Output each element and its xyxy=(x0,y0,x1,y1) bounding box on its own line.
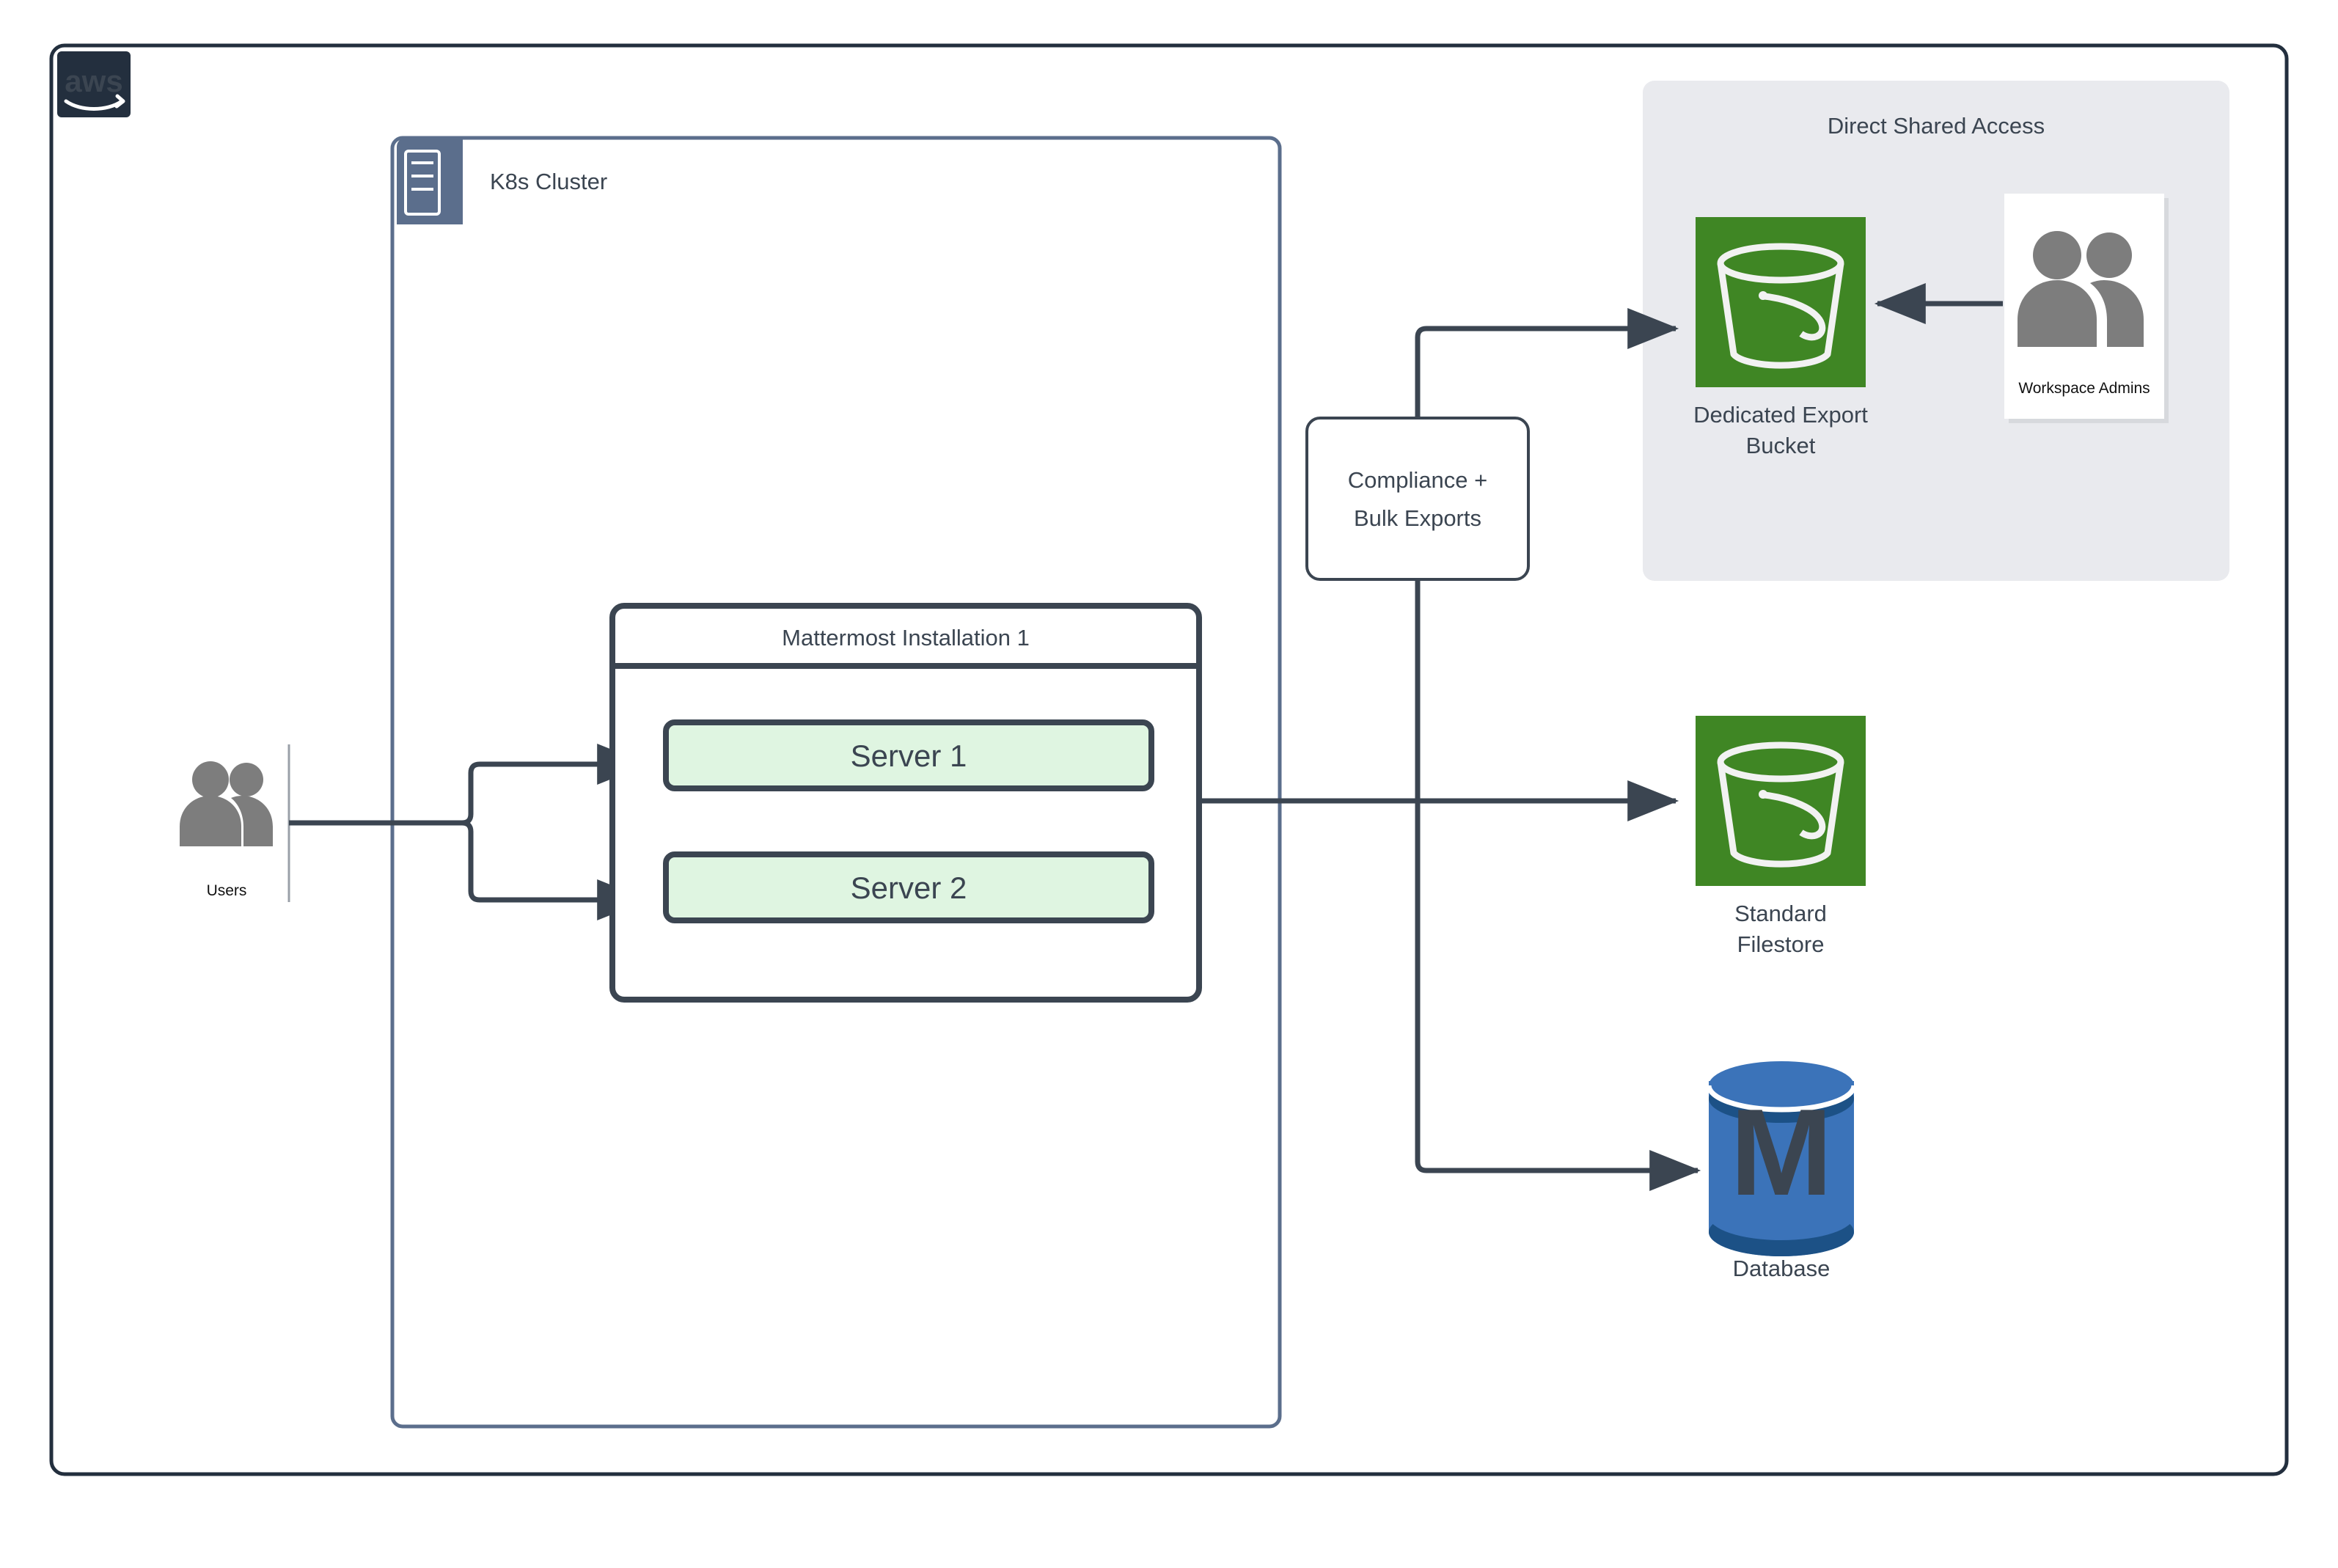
export-bucket-label-line1: Dedicated Export xyxy=(1693,402,1868,428)
database-glyph: M xyxy=(1730,1083,1833,1221)
connector-compliance-to-export-bucket xyxy=(1415,308,1679,418)
mattermost-installation-title: Mattermost Installation 1 xyxy=(782,625,1030,651)
mattermost-installation-container xyxy=(609,603,1202,1003)
connector-users-to-servers xyxy=(289,744,649,920)
dedicated-export-bucket-node: Dedicated Export Bucket xyxy=(1693,217,1868,458)
database-node: M Database xyxy=(1706,1061,1857,1281)
s3-bucket-icon xyxy=(1717,243,1844,369)
compliance-label-line1: Compliance + xyxy=(1348,467,1487,493)
database-cylinder-icon: M xyxy=(1706,1061,1857,1256)
server-1-label: Server 1 xyxy=(851,739,967,773)
export-bucket-label-line2: Bucket xyxy=(1746,433,1816,458)
server-1-node: Server 1 xyxy=(663,719,1154,791)
standard-filestore-label-line1: Standard xyxy=(1734,901,1827,926)
users-icon xyxy=(2018,231,2144,347)
server-rack-icon xyxy=(397,138,463,224)
standard-filestore-label-line2: Filestore xyxy=(1737,931,1825,957)
connector-compliance-to-database xyxy=(1415,579,1701,1191)
server-2-label: Server 2 xyxy=(851,871,967,905)
workspace-admins-actor: Workspace Admins xyxy=(2004,194,2169,423)
aws-logo: aws xyxy=(57,51,131,117)
database-label: Database xyxy=(1733,1256,1831,1281)
server-2-node: Server 2 xyxy=(663,851,1154,923)
standard-filestore-node: Standard Filestore xyxy=(1696,716,1866,957)
users-icon xyxy=(180,761,273,846)
users-label: Users xyxy=(207,882,247,899)
s3-bucket-icon xyxy=(1717,741,1844,868)
compliance-bulk-exports-node: Compliance + Bulk Exports xyxy=(1305,417,1530,581)
compliance-label-line2: Bulk Exports xyxy=(1354,505,1481,531)
users-actor: Users xyxy=(164,744,290,902)
k8s-cluster-label: K8s Cluster xyxy=(490,169,607,194)
aws-logo-text: aws xyxy=(65,64,122,98)
direct-shared-access-label: Direct Shared Access xyxy=(1828,113,2045,139)
workspace-admins-label: Workspace Admins xyxy=(2018,380,2150,397)
